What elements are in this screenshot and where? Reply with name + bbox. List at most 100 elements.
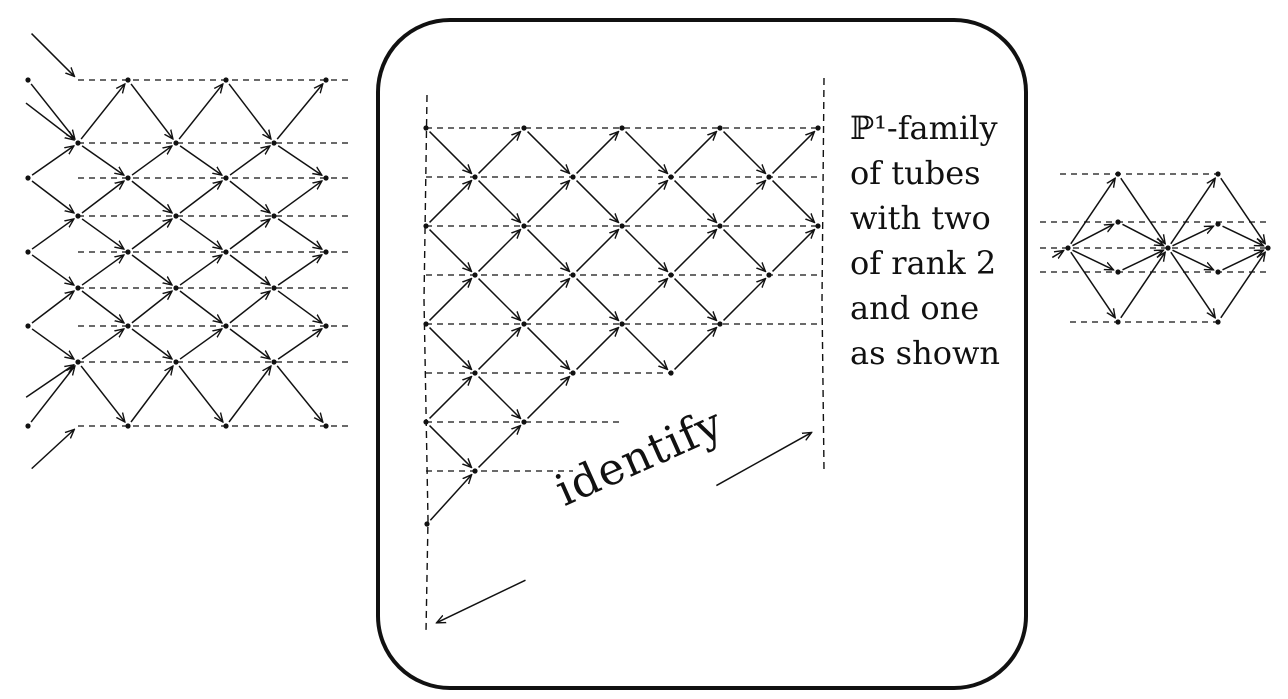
vertex-dot [173, 285, 179, 291]
quiver-arrow [130, 83, 173, 139]
vertex-dot [271, 140, 277, 146]
quiver-arrow [429, 327, 472, 370]
vertex-dot [472, 272, 478, 278]
quiver-arrow [1070, 178, 1115, 245]
tube-diagram [423, 77, 825, 633]
quiver-arrow [1172, 226, 1214, 247]
quiver-arrow [131, 219, 172, 250]
quiver-arrow [429, 377, 472, 419]
quiver-arrow [131, 180, 172, 213]
vertex-dot [323, 323, 329, 329]
caption-line-3: with two [850, 199, 991, 237]
left-quiver [25, 33, 352, 470]
quiver-arrow [478, 376, 521, 419]
quiver-arrow [429, 181, 472, 223]
vertex-dot [570, 272, 576, 278]
quiver-arrow [478, 278, 521, 321]
vertex-dot [619, 223, 625, 229]
quiver-arrow [429, 475, 471, 521]
vertex-dot [323, 77, 329, 83]
vertex-dot [173, 140, 179, 146]
quiver-arrow [131, 146, 172, 176]
quiver-arrow [772, 230, 815, 272]
quiver-arrow [31, 33, 75, 77]
quiver-arrow [1070, 251, 1115, 318]
vertex-dot [668, 370, 674, 376]
quiver-arrow [30, 83, 75, 139]
quiver-arrow [179, 255, 222, 286]
vertex-dot [570, 370, 576, 376]
vertex-dot [1115, 319, 1121, 325]
vertex-dot [619, 125, 625, 131]
quiver-arrow [478, 180, 521, 223]
vertex-dot [173, 359, 179, 365]
vertex-dot [323, 423, 329, 429]
vertex-dot [1215, 221, 1221, 227]
vertex-dot [323, 175, 329, 181]
vertex-dot [1065, 245, 1071, 251]
quiver-arrow [276, 84, 323, 140]
quiver-arrow [478, 132, 521, 174]
caption-line-2: of tubes [850, 154, 981, 192]
quiver-arrow [81, 181, 124, 214]
quiver-arrow [625, 131, 668, 174]
vertex-dot [1215, 319, 1221, 325]
vertex-dot [271, 359, 277, 365]
quiver-arrow [81, 329, 124, 360]
quiver-arrow [179, 290, 222, 323]
quiver-arrow [1170, 251, 1215, 318]
quiver-arrow [81, 255, 124, 286]
vertex-dot [668, 272, 674, 278]
quiver-arrow [25, 365, 74, 398]
quiver-arrow [1072, 249, 1114, 270]
quiver-arrow [1222, 225, 1264, 246]
vertex-dot [423, 223, 429, 229]
quiver-arrow [772, 180, 815, 223]
vertex-dot [423, 419, 429, 425]
quiver-arrow [81, 218, 124, 249]
quiver-arrow [1120, 177, 1165, 244]
vertex-dot [472, 468, 478, 474]
quiver-arrow [527, 229, 570, 272]
quiver-arrow [429, 279, 472, 321]
quiver-arrow [31, 219, 74, 250]
quiver-arrow [723, 181, 766, 223]
vertex-dot [668, 174, 674, 180]
vertex-dot [521, 125, 527, 131]
quiver-arrow [576, 230, 619, 272]
vertex-dot [570, 174, 576, 180]
vertex-dot [223, 77, 229, 83]
quiver-arrow [625, 229, 668, 272]
vertex-dot [423, 321, 429, 327]
quiver-arrow [179, 329, 222, 360]
vertex-dot [521, 321, 527, 327]
vertex-dot [271, 213, 277, 219]
vertex-dot [1115, 171, 1121, 177]
vertex-dot [521, 223, 527, 229]
vertex-dot [25, 423, 31, 429]
quiver-arrow [576, 132, 619, 174]
quiver-arrow [576, 278, 619, 321]
quiver-arrow [674, 180, 717, 223]
quiver-arrow [81, 290, 124, 323]
caption-line-6: as shown [850, 334, 1000, 372]
quiver-arrow [772, 132, 815, 174]
quiver-arrow [229, 291, 270, 324]
quiver-arrow [31, 180, 74, 213]
vertex-dot [75, 140, 81, 146]
quiver-arrow [723, 229, 766, 272]
quiver-arrow [31, 328, 74, 359]
right-quiver [1040, 171, 1271, 325]
vertex-dot [323, 249, 329, 255]
quiver-arrow [277, 181, 322, 214]
quiver-arrow [31, 291, 74, 324]
vertex-dot [717, 321, 723, 327]
vertex-dot [815, 125, 821, 131]
quiver-arrow [31, 429, 75, 470]
quiver-arrow [25, 102, 74, 140]
quiver-arrow [229, 219, 270, 250]
quiver-arrow [229, 254, 270, 285]
quiver-arrow [81, 145, 124, 175]
quiver-arrow [131, 254, 172, 285]
quiver-arrow [131, 291, 172, 324]
